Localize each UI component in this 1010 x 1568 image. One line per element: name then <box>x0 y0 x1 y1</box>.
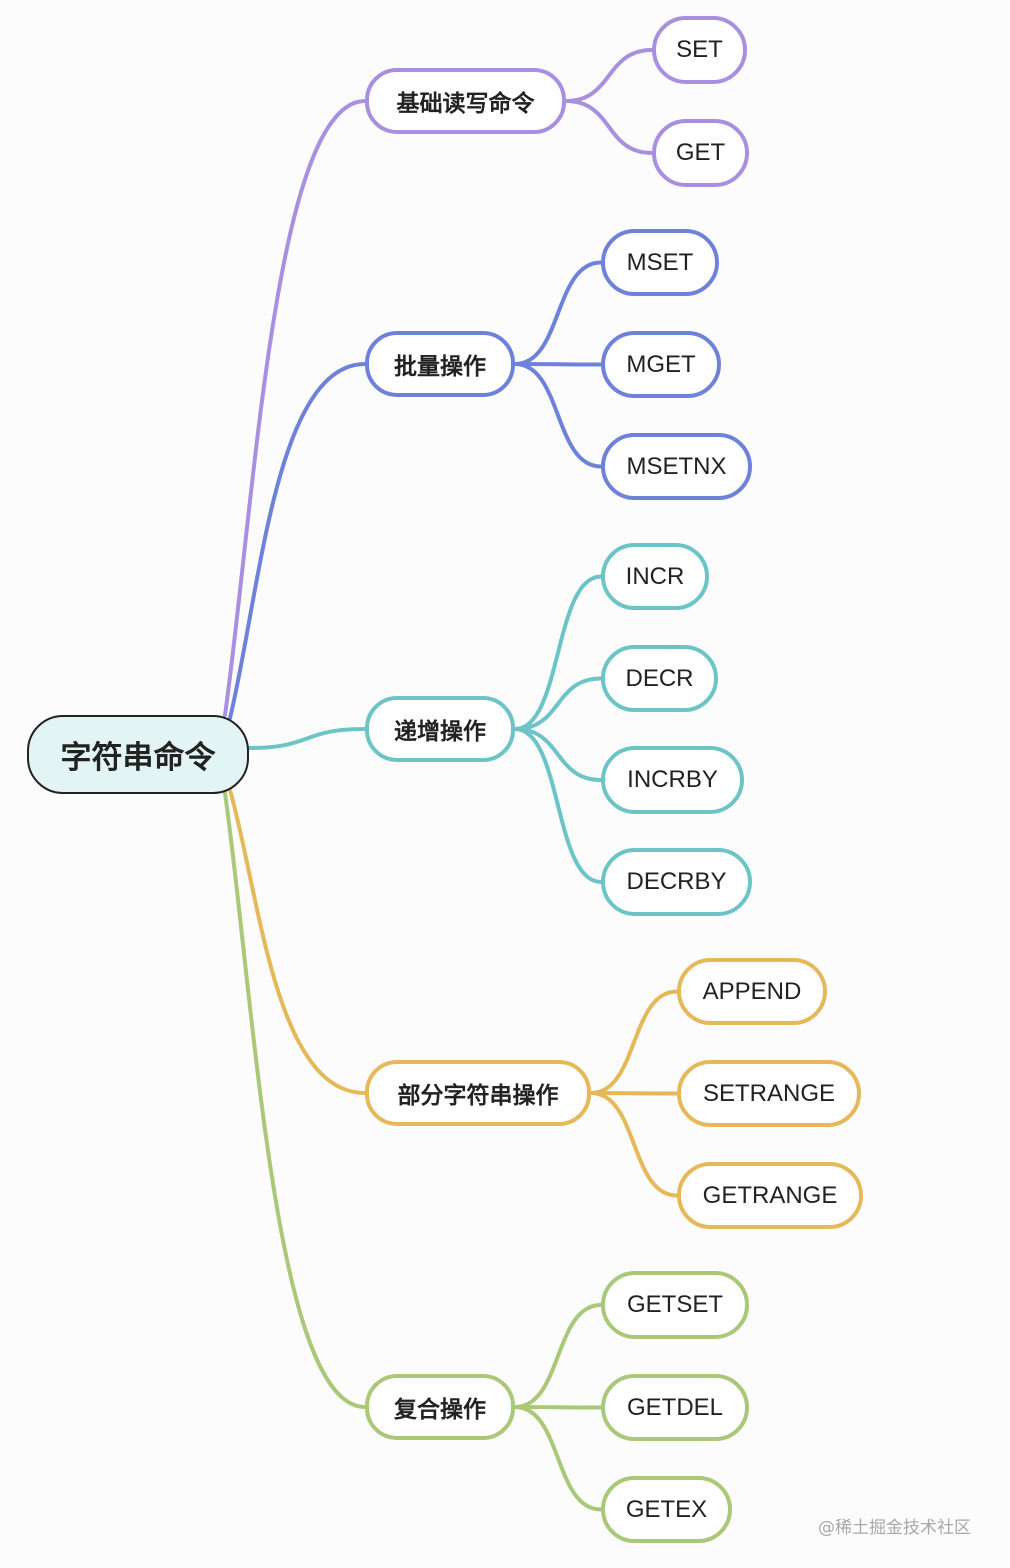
leaf-node-incrby[interactable]: INCRBY <box>601 746 744 814</box>
leaf-link-4-0 <box>513 1303 603 1409</box>
branch-node-compound[interactable]: 复合操作 <box>365 1374 515 1440</box>
leaf-link-3-1 <box>589 1091 679 1096</box>
leaf-node-getrange[interactable]: GETRANGE <box>677 1162 863 1229</box>
leaf-link-2-3 <box>513 727 603 884</box>
leaf-node-mset[interactable]: MSET <box>601 229 719 296</box>
leaf-link-0-1 <box>564 99 654 155</box>
leaf-link-3-2 <box>589 1091 679 1198</box>
leaf-node-getdel[interactable]: GETDEL <box>601 1374 749 1441</box>
leaf-node-incr[interactable]: INCR <box>601 543 709 610</box>
leaf-link-2-0 <box>513 574 603 731</box>
watermark-text: @稀土掘金技术社区 <box>818 1518 971 1538</box>
branch-node-increment[interactable]: 递增操作 <box>365 696 515 762</box>
branch-node-batch[interactable]: 批量操作 <box>365 331 515 397</box>
leaf-link-1-2 <box>513 362 603 469</box>
leaf-link-0-0 <box>564 48 654 103</box>
leaf-link-1-0 <box>513 260 603 366</box>
leaf-link-3-0 <box>589 989 679 1095</box>
branch-node-substring[interactable]: 部分字符串操作 <box>365 1060 591 1126</box>
leaf-node-mget[interactable]: MGET <box>601 331 721 398</box>
leaf-node-getex[interactable]: GETEX <box>601 1476 732 1543</box>
root-link-0 <box>223 99 367 717</box>
root-link-2 <box>247 727 367 750</box>
leaf-node-msetnx[interactable]: MSETNX <box>601 433 752 500</box>
leaf-link-2-1 <box>513 676 603 731</box>
leaf-node-decrby[interactable]: DECRBY <box>601 848 752 916</box>
root-node[interactable]: 字符串命令 <box>27 715 249 794</box>
leaf-node-get[interactable]: GET <box>652 119 749 187</box>
leaf-node-getset[interactable]: GETSET <box>601 1271 749 1339</box>
branch-node-basic-rw[interactable]: 基础读写命令 <box>365 68 566 134</box>
root-link-1 <box>228 362 367 720</box>
leaf-link-2-2 <box>513 727 603 782</box>
leaf-node-setrange[interactable]: SETRANGE <box>677 1060 861 1127</box>
leaf-node-decr[interactable]: DECR <box>601 645 718 712</box>
root-link-4 <box>223 791 367 1409</box>
leaf-node-append[interactable]: APPEND <box>677 958 827 1025</box>
leaf-node-set[interactable]: SET <box>652 16 747 84</box>
leaf-link-4-1 <box>513 1405 603 1410</box>
leaf-link-1-1 <box>513 362 603 367</box>
leaf-link-4-2 <box>513 1405 603 1512</box>
root-link-3 <box>228 788 367 1095</box>
